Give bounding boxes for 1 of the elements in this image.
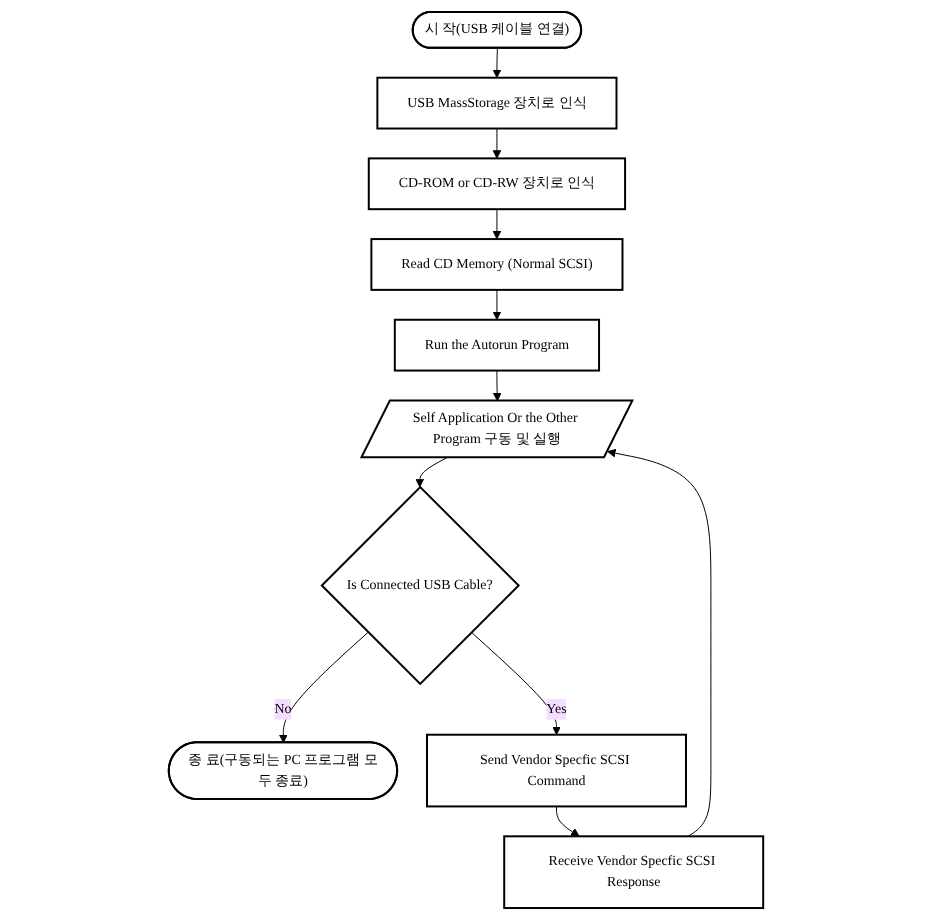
arrow [492, 370, 502, 402]
